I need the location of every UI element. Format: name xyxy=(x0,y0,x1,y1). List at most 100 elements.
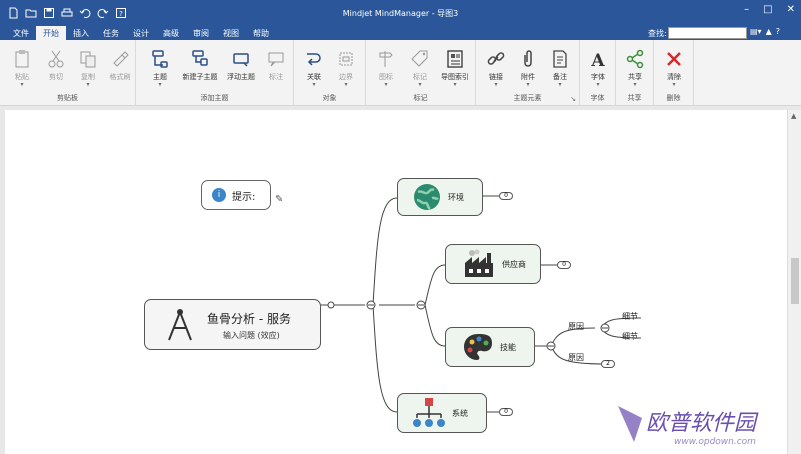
link-icon xyxy=(487,52,505,65)
subtopic-icon xyxy=(192,50,208,66)
map-canvas[interactable]: i 提示: ✎ 鱼骨分析 - 服务 输入问题 (效应) 环境 0 供应商 0 技… xyxy=(5,110,787,454)
maximize-button[interactable]: □ xyxy=(763,4,773,15)
branch-topic-supplier[interactable]: 供应商 xyxy=(445,244,541,284)
central-topic-subtitle: 输入问题 (效应) xyxy=(223,331,280,340)
new-subtopic-button[interactable]: 新建子主题 xyxy=(180,48,220,82)
redo-icon[interactable] xyxy=(96,6,110,20)
signpost-icon xyxy=(379,51,393,67)
group-label: 对象 xyxy=(322,94,337,102)
tab-design[interactable]: 设计 xyxy=(133,29,149,38)
cut-button[interactable]: 剪切 xyxy=(38,48,74,82)
topic-button[interactable]: 主题▾ xyxy=(142,48,178,88)
ribbon-right-tools: ▤▾ ▲ ? xyxy=(750,27,780,36)
central-topic[interactable]: 鱼骨分析 - 服务 输入问题 (效应) xyxy=(144,299,321,350)
palette-icon xyxy=(464,334,492,360)
undo-icon[interactable] xyxy=(78,6,92,20)
topic-count-badge[interactable]: 2 xyxy=(601,360,615,368)
group-label: 字体 xyxy=(590,94,605,102)
title-bar: ? Mindjet MindManager - 导图3 – □ ✕ xyxy=(0,0,801,28)
clear-button[interactable]: 清除▾ xyxy=(656,48,692,88)
paste-button[interactable]: 粘贴▾ xyxy=(4,48,40,88)
topic-count-badge[interactable]: 0 xyxy=(557,261,571,269)
subtopic-cause[interactable]: 原因 xyxy=(568,353,584,362)
new-icon[interactable] xyxy=(6,6,20,20)
tab-view[interactable]: 视图 xyxy=(223,29,239,38)
icon-button[interactable]: 图标▾ xyxy=(368,48,404,88)
print-icon[interactable] xyxy=(60,6,74,20)
relationship-button[interactable]: 关联▾ xyxy=(296,48,332,88)
branch-topic-environment[interactable]: 环境 xyxy=(397,178,483,216)
map-index-icon xyxy=(447,50,463,68)
scroll-thumb[interactable] xyxy=(791,258,799,304)
brush-icon xyxy=(113,51,129,67)
subtopic-detail[interactable]: 细节 xyxy=(622,332,638,341)
watermark-title: 欧普软件园 xyxy=(646,411,759,436)
topic-count-badge[interactable]: 0 xyxy=(499,408,513,416)
group-label: 标记 xyxy=(413,94,428,102)
callout-button[interactable]: 标注 xyxy=(258,48,294,82)
tab-help[interactable]: 帮助 xyxy=(253,29,269,38)
tab-task[interactable]: 任务 xyxy=(103,29,119,38)
tab-insert[interactable]: 插入 xyxy=(73,29,89,38)
format-painter-button[interactable]: 格式刷 xyxy=(102,48,138,82)
group-share: 共享▾ 共享 xyxy=(616,40,654,106)
group-objects: 关联▾ 边界▾ 对象 xyxy=(294,40,366,106)
org-chart-icon xyxy=(413,398,445,427)
boundary-button[interactable]: 边界▾ xyxy=(328,48,364,88)
layout-icon[interactable]: ▤▾ xyxy=(750,27,762,36)
copy-button[interactable]: 复制▾ xyxy=(70,48,106,88)
boundary-icon xyxy=(339,52,353,66)
notes-button[interactable]: 备注▾ xyxy=(542,48,578,88)
group-markers: 图标▾ 标记▾ 导图索引▾ 标记 xyxy=(366,40,476,106)
paperclip-icon xyxy=(524,50,532,67)
copy-icon xyxy=(80,51,96,68)
ribbon: 粘贴▾ 剪切 复制▾ 格式刷 剪贴板 主题▾ 新建子主题 浮动主题 xyxy=(0,40,801,106)
tab-advanced[interactable]: 高级 xyxy=(163,29,179,38)
floating-topic-button[interactable]: 浮动主题 xyxy=(222,48,260,82)
tab-file[interactable]: 文件 xyxy=(13,29,29,38)
hint-callout[interactable]: i 提示: xyxy=(201,180,271,210)
help-icon[interactable]: ? xyxy=(775,27,780,36)
open-icon[interactable] xyxy=(24,6,38,20)
tag-button[interactable]: 标记▾ xyxy=(402,48,438,88)
tab-review[interactable]: 审阅 xyxy=(193,29,209,38)
attachment-button[interactable]: 附件▾ xyxy=(510,48,546,88)
delete-x-icon xyxy=(667,52,681,66)
link-button[interactable]: 链接▾ xyxy=(478,48,514,88)
subtopic-cause[interactable]: 原因 xyxy=(568,322,584,331)
topic-icon xyxy=(152,50,168,68)
subtopic-detail[interactable]: 细节 xyxy=(622,312,638,321)
font-button[interactable]: A 字体▾ xyxy=(580,48,616,88)
tab-home[interactable]: 开始 xyxy=(36,26,66,40)
search-input[interactable] xyxy=(668,27,747,39)
svg-text:A: A xyxy=(590,51,605,69)
connector-lines xyxy=(321,195,642,413)
save-icon[interactable] xyxy=(42,6,56,20)
scroll-up-icon[interactable]: ▲ xyxy=(791,112,797,120)
collapse-ribbon-icon[interactable]: ▲ xyxy=(765,27,772,36)
branch-topic-skills[interactable]: 技能 xyxy=(445,327,535,367)
factory-icon xyxy=(465,249,493,277)
edit-notes-icon[interactable]: ✎ xyxy=(275,194,284,205)
share-icon xyxy=(626,49,644,69)
paste-icon xyxy=(15,50,29,68)
topic-count-badge[interactable]: 0 xyxy=(499,192,513,200)
group-label: 剪贴板 xyxy=(57,94,78,102)
branch-topic-system[interactable]: 系统 xyxy=(397,393,487,433)
tag-icon xyxy=(411,50,428,67)
floating-topic-icon xyxy=(233,53,249,67)
group-clipboard: 粘贴▾ 剪切 复制▾ 格式刷 剪贴板 xyxy=(0,40,136,106)
group-delete: 清除▾ 删除 xyxy=(654,40,694,106)
share-button[interactable]: 共享▾ xyxy=(617,48,653,88)
vertical-scrollbar[interactable]: ▲ xyxy=(787,110,801,454)
dialog-launcher-icon[interactable]: ↘ xyxy=(570,95,576,103)
group-label: 共享 xyxy=(627,94,642,102)
help-icon[interactable]: ? xyxy=(114,6,128,20)
font-icon: A xyxy=(590,51,605,69)
map-index-button[interactable]: 导图索引▾ xyxy=(436,48,474,88)
minimize-button[interactable]: – xyxy=(744,4,750,15)
group-label: 删除 xyxy=(666,94,681,102)
watermark: 欧普软件园 www.opdown.com xyxy=(608,396,788,454)
close-button[interactable]: ✕ xyxy=(786,4,795,15)
group-topic-elements: 链接▾ 附件▾ 备注▾ 主题元素 ↘ xyxy=(476,40,580,106)
